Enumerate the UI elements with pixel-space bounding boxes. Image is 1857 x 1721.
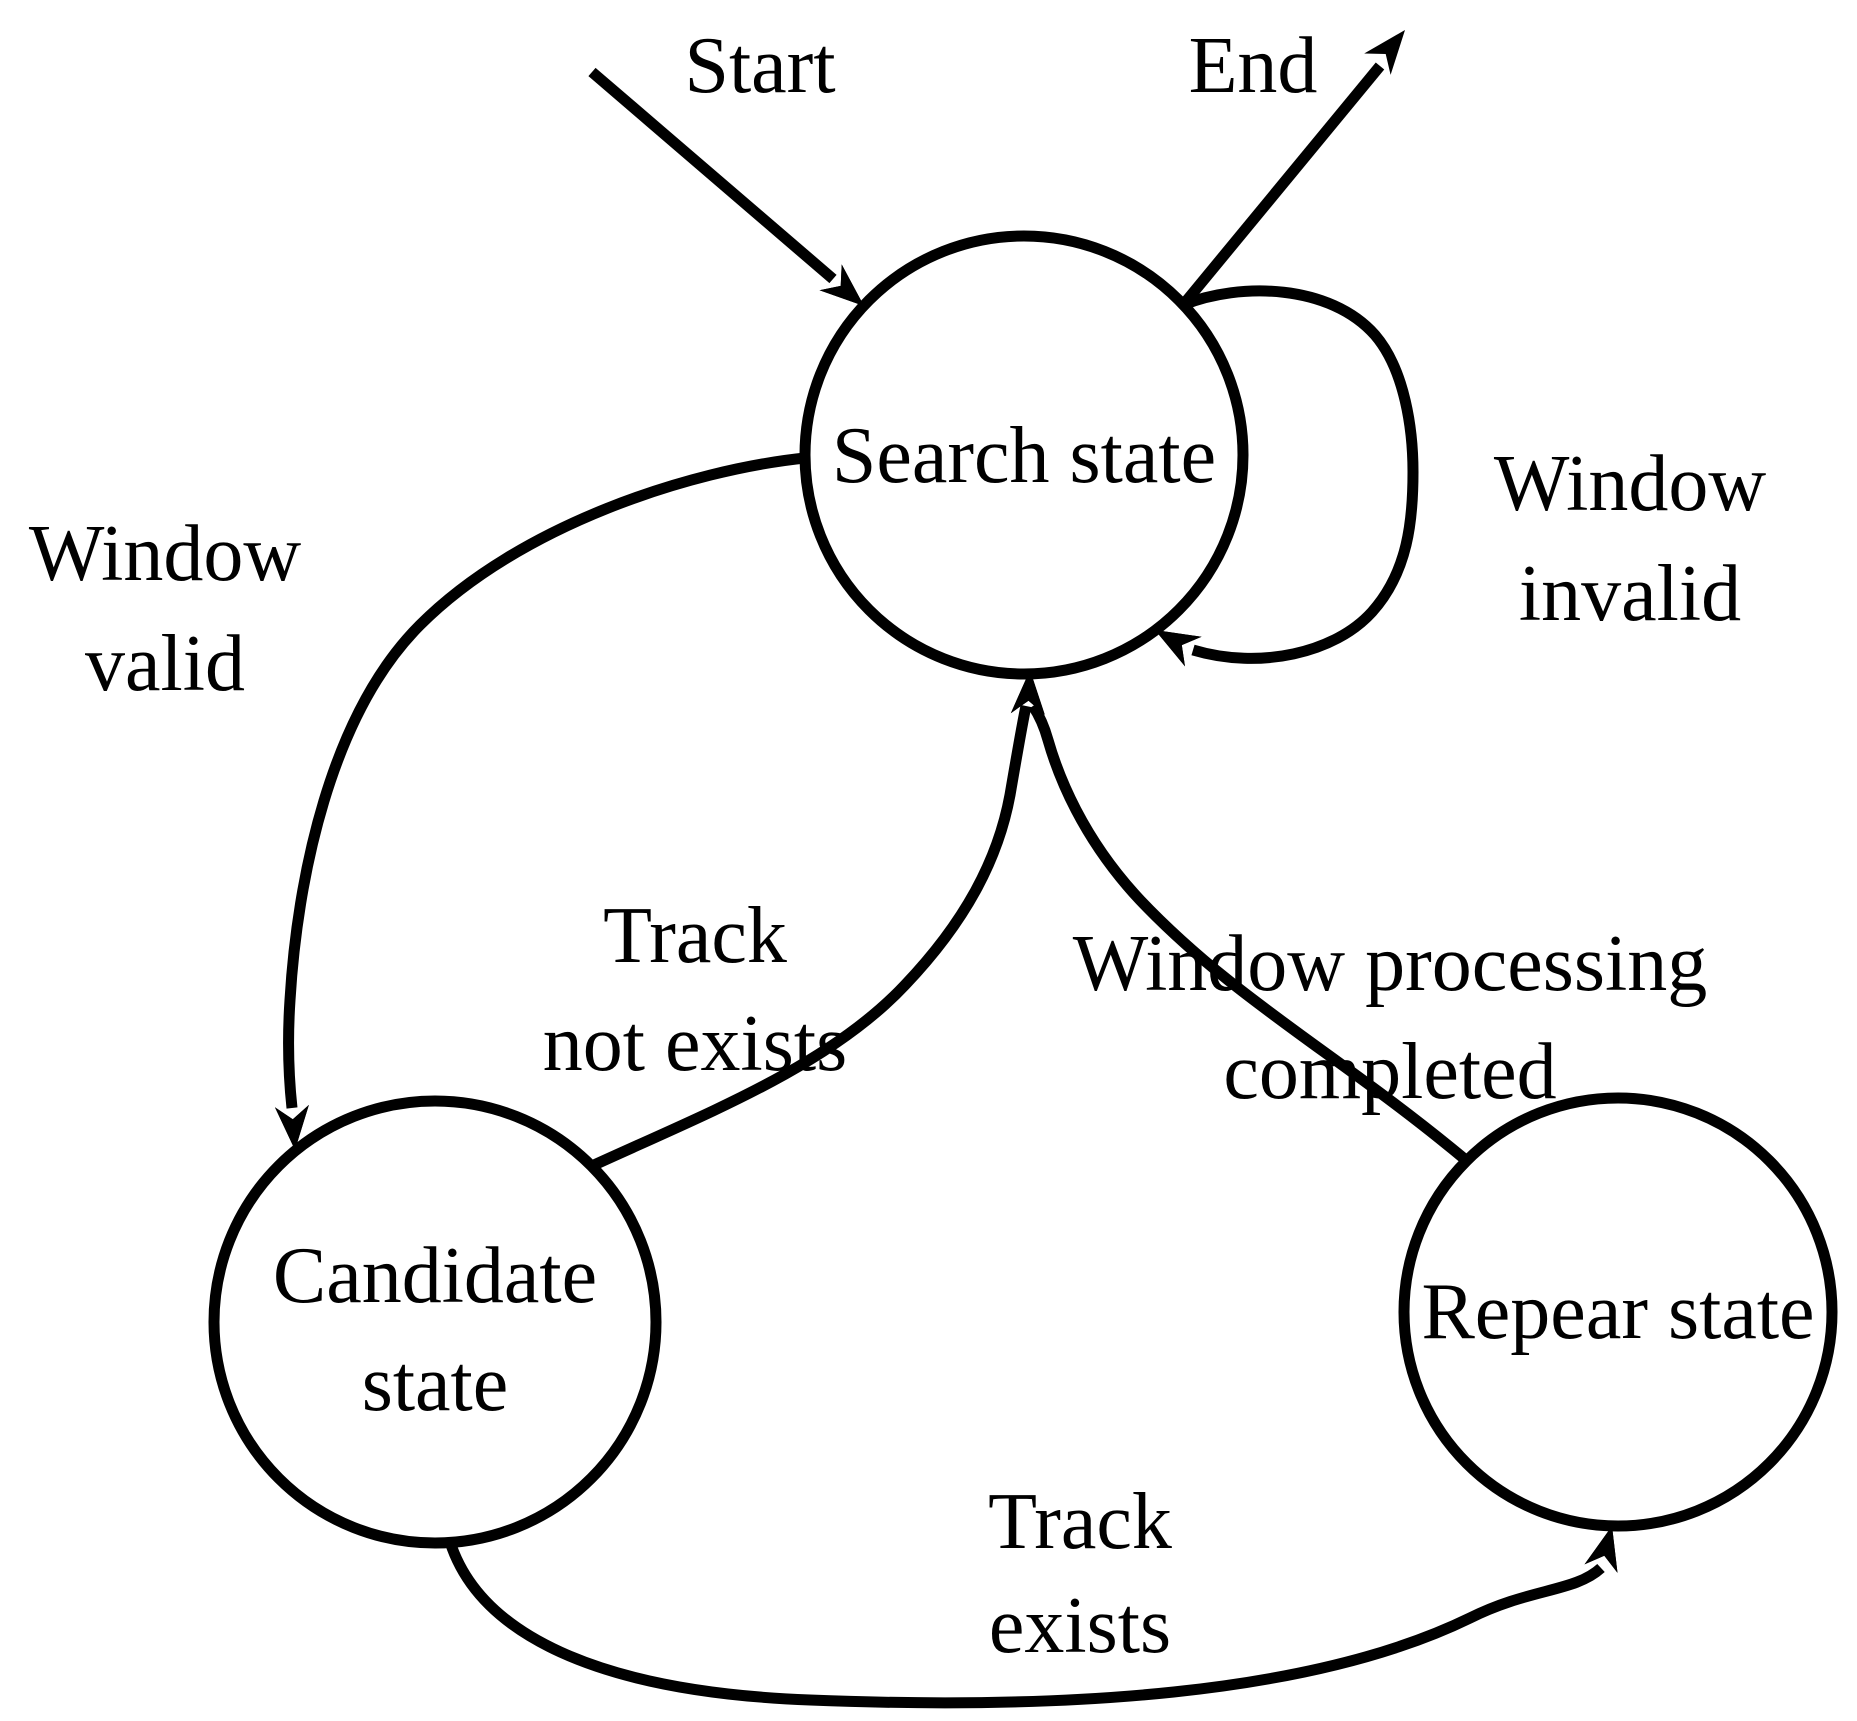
- window-processing-completed-label-line1: Window processing: [1073, 920, 1707, 1008]
- state-search: Search state: [799, 230, 1249, 680]
- state-search-circle: [799, 230, 1249, 680]
- window-processing-completed-label-line2: completed: [1223, 1028, 1556, 1116]
- state-repear: Repear state: [1398, 1092, 1838, 1532]
- start-arrow-line: [588, 67, 837, 284]
- transition-track-not-exists: Track not exists: [543, 704, 1032, 1171]
- state-candidate-label-line1: Candidate: [273, 1232, 597, 1320]
- window-valid-label-line2: valid: [85, 620, 245, 708]
- start-label: Start: [684, 22, 835, 110]
- track-exists-label-line1: Track: [988, 1478, 1172, 1566]
- window-processing-completed-curve: [1028, 702, 1471, 1166]
- state-candidate: Candidate state: [208, 1095, 662, 1549]
- state-search-label: Search state: [832, 412, 1216, 500]
- window-valid-label-line1: Window: [29, 510, 302, 598]
- transition-window-processing-completed: Window processing completed: [1010, 670, 1707, 1166]
- track-exists-arrowhead-overlay: [1584, 1526, 1618, 1573]
- window-invalid-loop-line: [1180, 285, 1419, 664]
- window-invalid-arrowhead-overlay: [1155, 630, 1202, 667]
- state-repear-circle: [1398, 1092, 1838, 1532]
- end-label: End: [1189, 22, 1318, 110]
- transition-window-invalid: Window invalid: [1155, 285, 1767, 667]
- transition-start: Start: [588, 22, 864, 306]
- transition-end: End: [1178, 22, 1405, 309]
- track-not-exists-curve: [591, 704, 1032, 1171]
- end-arrowhead: [1364, 30, 1405, 75]
- window-valid-arrowhead-overlay: [274, 1104, 309, 1150]
- track-exists-label-line2: exists: [989, 1582, 1171, 1670]
- window-valid-curve: [283, 452, 806, 1109]
- window-invalid-label-line1: Window: [1494, 440, 1767, 528]
- end-arrow-line: [1178, 62, 1385, 309]
- track-not-exists-label-line2: not exists: [543, 1000, 847, 1088]
- start-arrowhead-overlay: [819, 264, 864, 306]
- window-invalid-label-line2: invalid: [1519, 550, 1741, 638]
- into-search-arrowhead-overlay: [1010, 670, 1045, 715]
- track-exists-curve: [442, 1533, 1605, 1709]
- state-candidate-label-line2: state: [362, 1340, 509, 1428]
- track-not-exists-label-line1: Track: [603, 892, 787, 980]
- state-candidate-circle: [208, 1095, 662, 1549]
- state-repear-label: Repear state: [1421, 1268, 1814, 1356]
- transition-track-exists: Track exists: [442, 1478, 1618, 1709]
